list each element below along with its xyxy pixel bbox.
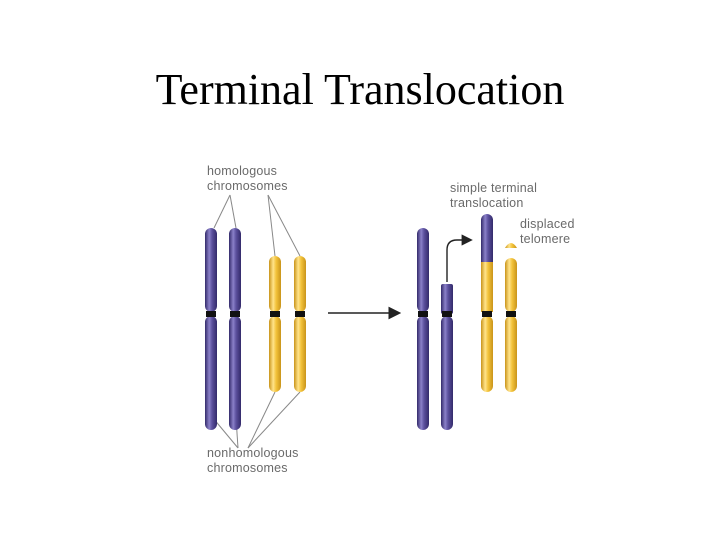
displaced-telomere bbox=[505, 243, 517, 248]
chromosome-blue-normal bbox=[417, 228, 429, 430]
label-translocation-line1: simple terminal bbox=[450, 181, 538, 195]
chromosome-yellow-normal bbox=[505, 258, 517, 392]
label-pointer-lines bbox=[212, 194, 301, 449]
label-telomere-line1: displaced bbox=[520, 217, 575, 231]
label-translocation-line2: translocation bbox=[450, 196, 524, 210]
translocation-arrow bbox=[446, 234, 473, 282]
label-translocation: simple terminal translocation bbox=[450, 181, 537, 211]
chromosome-homologous-2 bbox=[229, 228, 241, 430]
chromosome-homologous-1 bbox=[205, 228, 217, 430]
label-telomere-line2: telomere bbox=[520, 232, 571, 246]
chromosome-yellow-1 bbox=[269, 256, 281, 392]
label-homologous-line2: chromosomes bbox=[207, 179, 288, 193]
slide-title: Terminal Translocation bbox=[155, 65, 565, 114]
label-nonhomologous-line2: chromosomes bbox=[207, 461, 288, 475]
label-homologous: homologous chromosomes bbox=[207, 164, 288, 194]
label-homologous-line1: homologous bbox=[207, 164, 278, 178]
label-nonhomologous: nonhomologous chromosomes bbox=[207, 446, 299, 476]
chromosome-yellow-2 bbox=[294, 256, 306, 392]
chromosome-translocated bbox=[481, 214, 493, 392]
label-nonhomologous-line1: nonhomologous bbox=[207, 446, 299, 460]
label-telomere: displaced telomere bbox=[520, 217, 575, 247]
chromosome-blue-truncated bbox=[441, 284, 453, 430]
